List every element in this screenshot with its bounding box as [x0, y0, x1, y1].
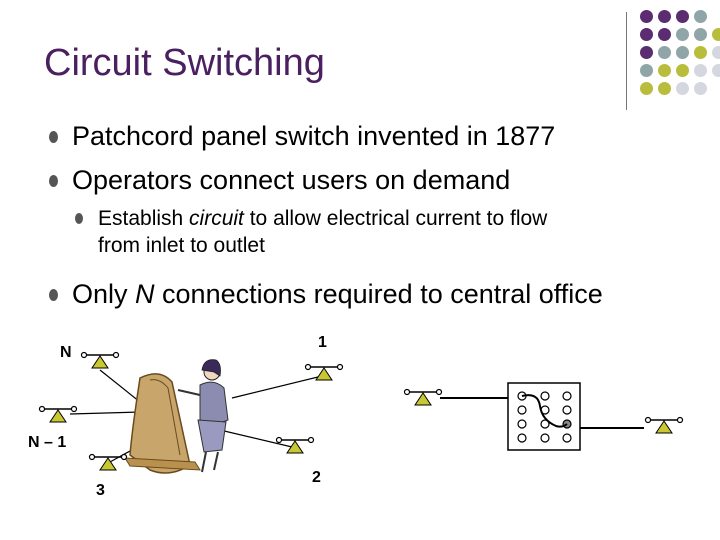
bullet3-text-after: connections required to central office	[154, 279, 603, 309]
dot	[658, 28, 671, 41]
bullet-marker	[49, 289, 58, 301]
label-1: 1	[318, 334, 327, 351]
title-divider	[626, 12, 627, 110]
label-n-minus-1: N – 1	[28, 434, 66, 451]
dot	[694, 28, 707, 41]
sub-bullet-marker	[75, 213, 83, 224]
dot	[640, 10, 653, 23]
bullet3-text-before: Only	[72, 279, 136, 309]
dot	[694, 64, 707, 77]
phone-icon	[88, 453, 128, 471]
dot	[676, 28, 689, 41]
dot	[712, 28, 720, 41]
dot	[640, 64, 653, 77]
label-3: 3	[96, 482, 105, 499]
slide-title: Circuit Switching	[44, 42, 325, 84]
dot	[676, 10, 689, 23]
dot	[658, 10, 671, 23]
bullet-patchcord: Patchcord panel switch invented in 1877	[72, 121, 556, 151]
dot	[676, 64, 689, 77]
decorative-dot-grid	[640, 10, 720, 100]
dot	[640, 28, 653, 41]
phone-icon	[80, 351, 120, 369]
dot	[712, 46, 720, 59]
dot	[676, 46, 689, 59]
bullet-marker	[49, 131, 58, 143]
sub-bullet-emphasis: circuit	[189, 207, 244, 230]
bullet3-emphasis: N	[135, 279, 155, 309]
sub-bullet-establish: Establish circuit to allow electrical cu…	[98, 205, 638, 259]
dot	[694, 46, 707, 59]
label-2: 2	[312, 469, 321, 486]
phone-icon	[644, 416, 684, 434]
dot	[676, 82, 689, 95]
dot	[640, 82, 653, 95]
dot	[640, 46, 653, 59]
dot	[694, 82, 707, 95]
operator-illustration	[124, 359, 229, 474]
operator-lines	[69, 369, 323, 463]
sub-bullet-text-before: Establish	[98, 207, 190, 230]
phone-icon	[403, 388, 443, 406]
bullet-operators: Operators connect users on demand	[72, 165, 511, 195]
bullet-only-n: Only N connections required to central o…	[72, 279, 603, 310]
sub-bullet-text-after: to allow electrical current to flow	[243, 207, 548, 230]
bullet-marker	[49, 175, 58, 187]
patchcord-panel	[507, 382, 581, 451]
dot	[658, 64, 671, 77]
dot	[694, 10, 707, 23]
sub-bullet-line2: from inlet to outlet	[98, 234, 265, 257]
phone-icon	[304, 363, 344, 381]
dot	[712, 64, 720, 77]
label-n: N	[60, 344, 72, 361]
dot	[658, 46, 671, 59]
dot	[658, 82, 671, 95]
